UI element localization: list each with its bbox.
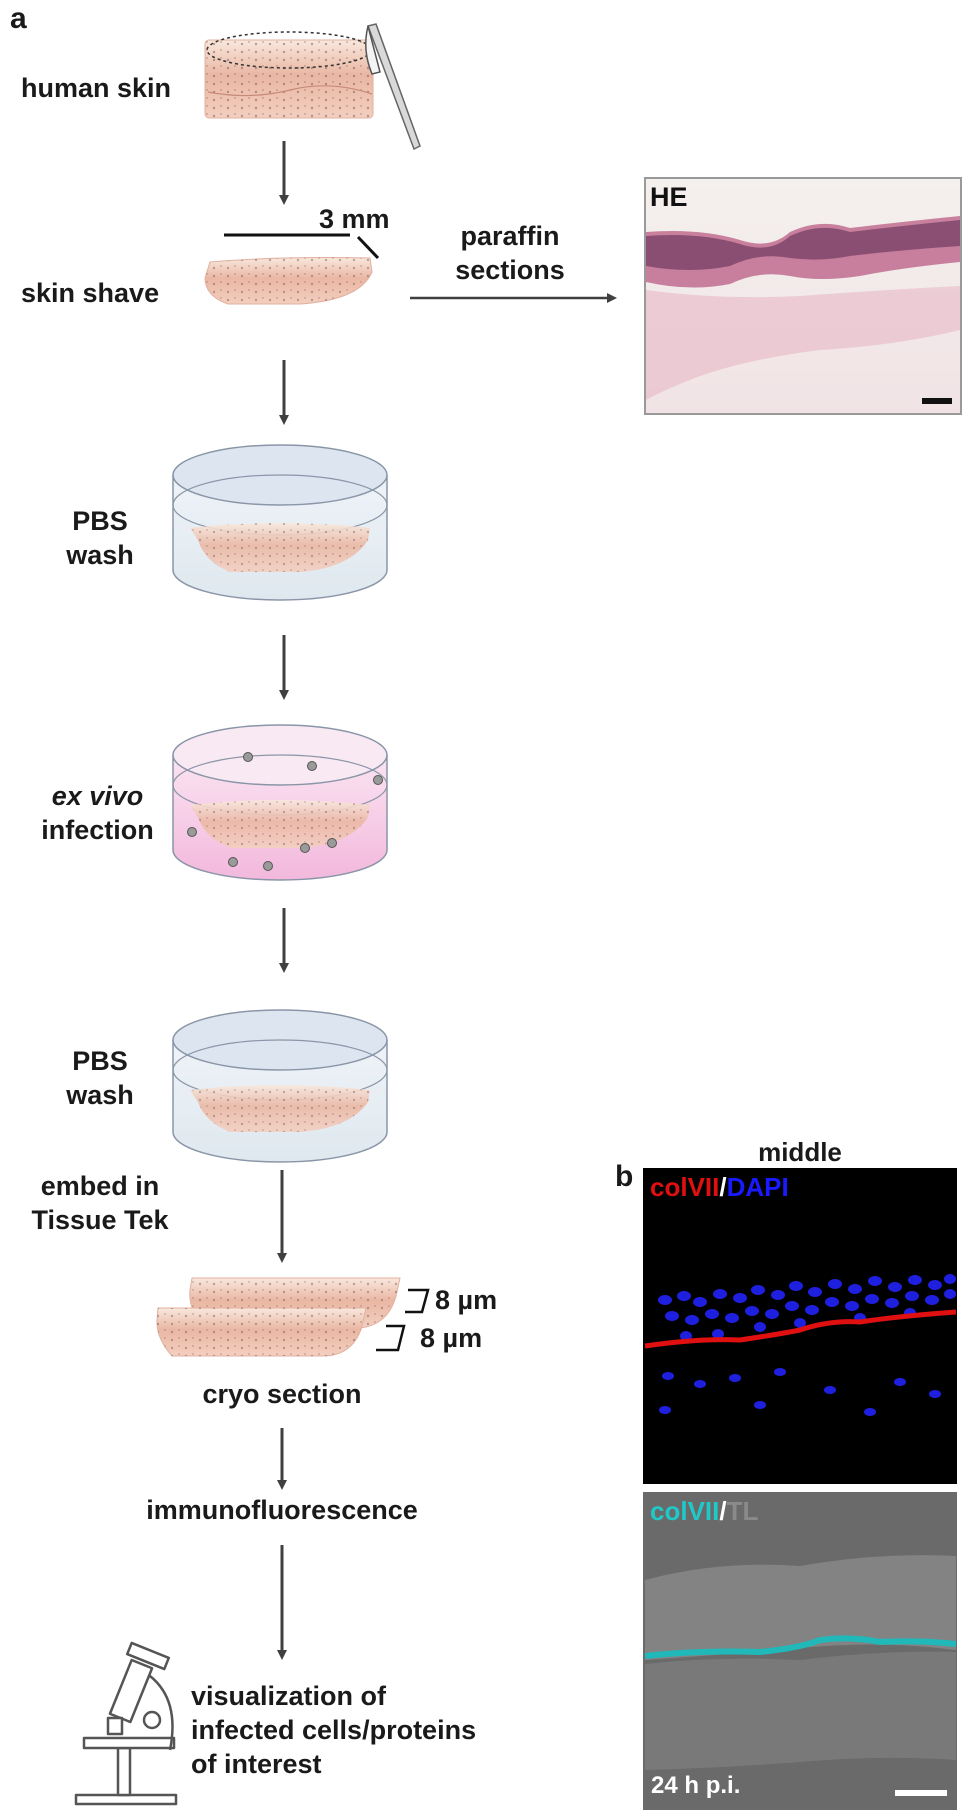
- bracket-2: [376, 1324, 406, 1352]
- channel-dapi-label: DAPI: [726, 1172, 789, 1202]
- he-stain-label: HE: [650, 182, 688, 212]
- measure-3mm-label: 3 mm: [319, 204, 390, 234]
- pbs-wash-2-line-1: PBS: [72, 1046, 128, 1076]
- pbs-wash-2-line-2: wash: [66, 1079, 134, 1110]
- bottom-image-channel-label: colVII/TL: [650, 1496, 758, 1527]
- step-pbs-wash-2-label: PBS wash: [40, 1045, 160, 1113]
- infection-dish: [172, 724, 388, 881]
- step-immunofluorescence-label: immunofluorescence: [146, 1495, 418, 1525]
- visualization-line-2: infected cells/proteins: [191, 1714, 477, 1745]
- visualization-line-3: of interest: [191, 1748, 322, 1779]
- visualization-line-1: visualization of: [191, 1681, 387, 1711]
- panel-b-title: middle: [758, 1137, 842, 1167]
- step-human-skin-label: human skin: [21, 73, 172, 103]
- pbs-wash-dish-2: [172, 1009, 388, 1163]
- ex-vivo-text: ex vivo: [51, 781, 144, 811]
- channel-colvii-label-bottom: colVII: [650, 1496, 720, 1526]
- channel-separator: /: [719, 1172, 727, 1202]
- microscope-icon: [74, 1641, 178, 1806]
- channel-colvii-label: colVII: [650, 1172, 720, 1202]
- paraffin-line-2: sections: [455, 254, 565, 285]
- paraffin-line-1: paraffin: [460, 221, 560, 251]
- embed-line-1: embed in: [40, 1171, 160, 1201]
- top-image-channel-label: colVII/DAPI: [650, 1172, 789, 1203]
- pbs-wash-1-line-2: wash: [66, 539, 134, 570]
- pbs-wash-dish-1: [172, 444, 388, 601]
- skin-shave-slice: [204, 257, 373, 305]
- section-thickness-2: 8 µm: [420, 1323, 483, 1353]
- panel-b-letter: b: [615, 1160, 634, 1193]
- fluorescence-image-colvii-dapi: [643, 1168, 957, 1484]
- bracket-1: [405, 1288, 430, 1314]
- paraffin-sections-label: paraffin sections: [440, 220, 580, 288]
- scalpel-icon: [365, 23, 421, 151]
- section-thickness-1: 8 µm: [435, 1285, 498, 1315]
- step-infection-label: ex vivo infection: [20, 780, 175, 848]
- channel-separator-bottom: /: [719, 1496, 727, 1526]
- cryo-section-slices: [156, 1277, 401, 1357]
- step-cryo-section-label: cryo section: [202, 1379, 362, 1409]
- pbs-wash-1-line-1: PBS: [72, 506, 128, 536]
- human-skin-block: [204, 31, 374, 119]
- step-pbs-wash-1-label: PBS wash: [40, 505, 160, 573]
- step-visualization-label: visualization of infected cells/proteins…: [191, 1680, 476, 1781]
- transmitted-light-image-colvii-tl: [643, 1492, 957, 1810]
- measure-tick: [356, 235, 380, 260]
- infection-text: infection: [41, 814, 154, 845]
- step-skin-shave-label: skin shave: [21, 278, 160, 308]
- embed-line-2: Tissue Tek: [31, 1204, 169, 1235]
- timepoint-label: 24 h p.i.: [651, 1772, 741, 1799]
- channel-tl-label: TL: [726, 1496, 759, 1526]
- he-histology-image: [644, 177, 962, 415]
- panel-a-letter: a: [10, 2, 27, 35]
- step-embed-label: embed in Tissue Tek: [15, 1170, 185, 1238]
